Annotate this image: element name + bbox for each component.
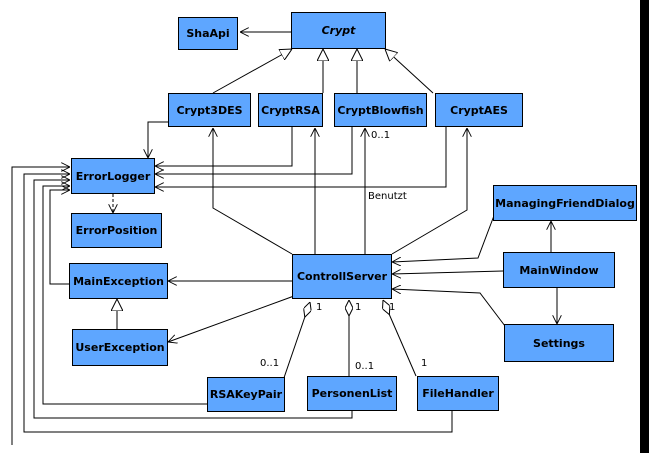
edge-rsakeypair-errorlogger — [42, 186, 207, 405]
multiplicity-file-src: 1 — [389, 302, 396, 313]
class-errorlogger[interactable]: ErrorLogger — [71, 158, 155, 194]
class-userexception[interactable]: UserException — [72, 329, 168, 366]
class-managingfrienddialog[interactable]: ManagingFriendDialog — [493, 185, 637, 221]
multiplicity-rsa-src: 1 — [316, 302, 323, 313]
class-personenlist[interactable]: PersonenList — [307, 376, 397, 411]
class-shaapi[interactable]: ShaApi — [178, 17, 238, 50]
class-errorposition[interactable]: ErrorPosition — [71, 213, 162, 248]
class-crypt3des[interactable]: Crypt3DES — [168, 93, 251, 127]
edge-cryptrsa-errorlogger — [155, 127, 293, 166]
class-settings[interactable]: Settings — [504, 324, 614, 362]
class-controllserver[interactable]: ControllServer — [292, 254, 392, 299]
multiplicity-personen-src: 1 — [355, 302, 362, 313]
class-mainexception[interactable]: MainException — [69, 263, 168, 299]
edge-cryptaes-errorlogger — [155, 127, 447, 187]
edge-mainwindow-controllserver — [392, 271, 504, 274]
edge-cryptaes-crypt — [385, 49, 434, 94]
edge-settings-controllserver — [392, 289, 506, 327]
class-crypt[interactable]: Crypt — [291, 12, 386, 49]
edge-filehandler-errorlogger — [23, 174, 453, 433]
edge-filehandler-controllserver — [383, 300, 417, 377]
edge-crypt3des-errorlogger — [148, 121, 168, 158]
edge-cryptblowfish-errorlogger — [155, 127, 353, 174]
edge-mainexception-errorlogger — [49, 190, 70, 285]
edge-controllserver-crypt3des — [213, 128, 293, 255]
class-mainwindow[interactable]: MainWindow — [503, 252, 615, 288]
edge-wrap-errorlogger — [11, 167, 70, 445]
class-cryptaes[interactable]: CryptAES — [435, 93, 523, 127]
multiplicity-rsa-dst: 0..1 — [260, 358, 280, 369]
edge-controllserver-cryptaes — [391, 128, 467, 255]
class-rsakeypair[interactable]: RSAKeyPair — [207, 377, 285, 412]
multiplicity-blowfish: 0..1 — [371, 130, 391, 141]
edge-controllserver-userexception — [168, 295, 295, 342]
multiplicity-file-dst: 1 — [421, 358, 428, 369]
edge-personenlist-errorlogger — [33, 180, 353, 419]
edge-crypt3des-crypt — [212, 49, 292, 94]
multiplicity-personen-dst: 0..1 — [355, 361, 375, 372]
class-cryptrsa[interactable]: CryptRSA — [258, 93, 323, 127]
class-cryptblowfish[interactable]: CryptBlowfish — [334, 93, 427, 127]
class-filehandler[interactable]: FileHandler — [417, 376, 499, 411]
label-benutzt: Benutzt — [368, 191, 407, 202]
edge-managingfrienddialog-controllserver — [392, 212, 496, 262]
